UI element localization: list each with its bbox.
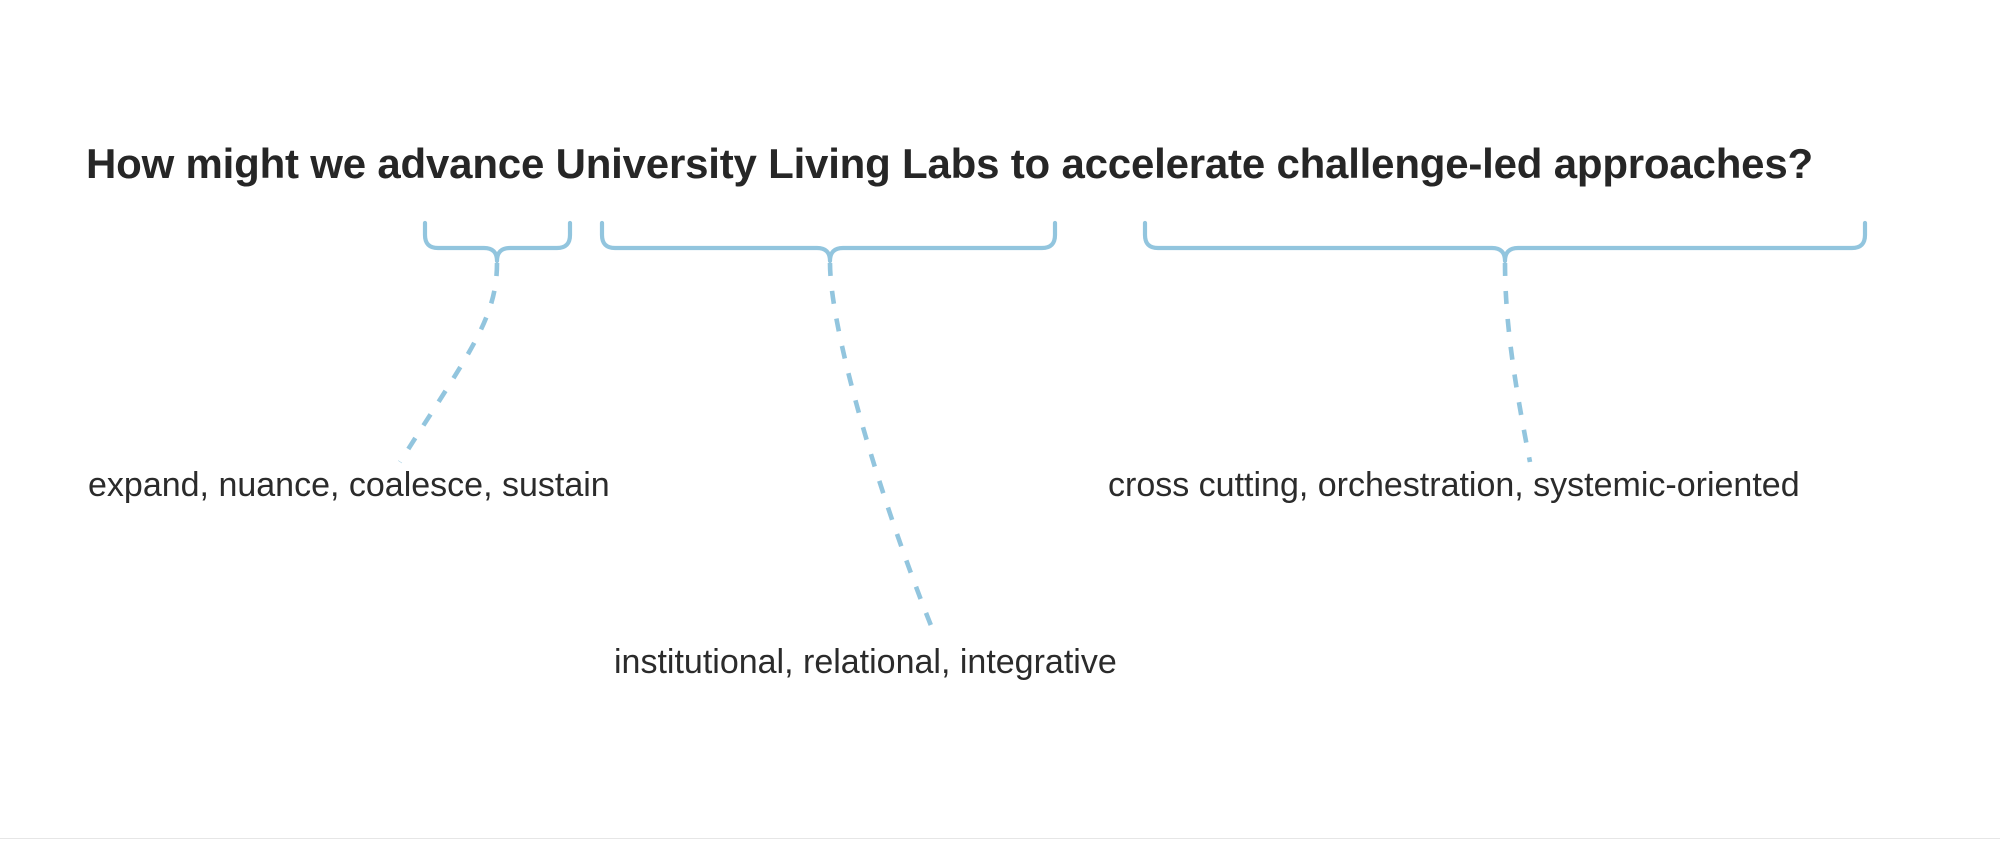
page-title: How might we advance University Living L… <box>86 140 1813 187</box>
connector-expand <box>398 262 500 464</box>
branch-label-institutional: institutional, relational, integrative <box>614 643 1117 681</box>
connector-institutional <box>827 262 939 639</box>
bottom-divider <box>0 838 2000 839</box>
connector-cross-cutting <box>1502 262 1533 463</box>
brace-institutional <box>599 220 1058 264</box>
branch-label-cross-cutting: cross cutting, orchestration, systemic-o… <box>1108 466 1800 504</box>
brace-expand <box>422 220 573 264</box>
brace-cross-cutting <box>1142 220 1868 264</box>
branch-label-expand: expand, nuance, coalesce, sustain <box>88 466 610 504</box>
